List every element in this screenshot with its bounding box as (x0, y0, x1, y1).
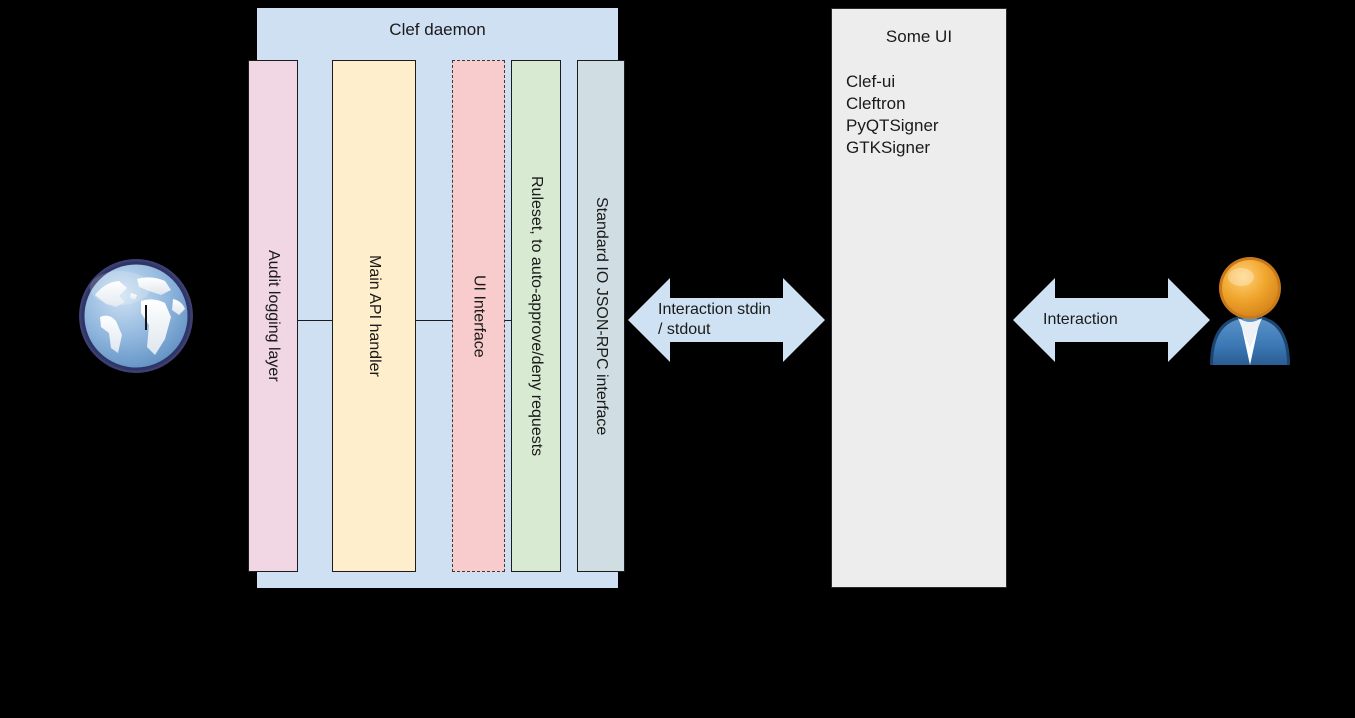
arrow-label-line1: Interaction stdin (658, 301, 771, 318)
arrow-ui-to-user: Interaction (1013, 272, 1210, 368)
list-item: Clef-ui (846, 72, 896, 91)
some-ui-implementation-list: Clef-ui Cleftron PyQTSigner GTKSigner (846, 71, 939, 159)
component-label: Main API handler (366, 255, 383, 377)
some-ui-title: Some UI (885, 27, 953, 46)
component-label: Ruleset, to auto-approve/deny requests (528, 175, 545, 457)
component-audit-logging-layer[interactable]: Audit logging layer (248, 60, 298, 572)
component-ui-interface[interactable]: UI Interface (452, 60, 505, 572)
component-standard-io-jsonrpc[interactable]: Standard IO JSON-RPC interface (577, 60, 625, 572)
list-item: PyQTSigner (846, 116, 939, 135)
arrow-label-line1: Interaction (1043, 311, 1118, 328)
list-item: Cleftron (846, 94, 906, 113)
connector-line-api-ui (415, 320, 453, 321)
component-label: Standard IO JSON-RPC interface (593, 196, 610, 436)
connector-line-ui-ruleset (504, 320, 513, 321)
component-ruleset[interactable]: Ruleset, to auto-approve/deny requests (511, 60, 561, 572)
component-label: UI Interface (470, 274, 488, 358)
component-label: Audit logging layer (265, 250, 282, 382)
clef-daemon-title: Clef daemon (389, 20, 486, 39)
user-icon (1202, 253, 1298, 365)
component-main-api-handler[interactable]: Main API handler (332, 60, 416, 572)
arrow-label: Interaction (1043, 310, 1118, 330)
list-item: GTKSigner (846, 138, 931, 157)
clef-daemon-container: Clef daemon (257, 8, 618, 588)
connector-line-audit-api (297, 320, 333, 321)
arrow-label: Interaction stdin / stdout (658, 300, 771, 340)
some-ui-panel: Some UI Clef-ui Cleftron PyQTSigner GTKS… (831, 8, 1007, 588)
arrow-daemon-to-ui: Interaction stdin / stdout (628, 272, 825, 368)
arrow-label-line2: / stdout (658, 321, 711, 338)
globe-icon (75, 255, 197, 377)
